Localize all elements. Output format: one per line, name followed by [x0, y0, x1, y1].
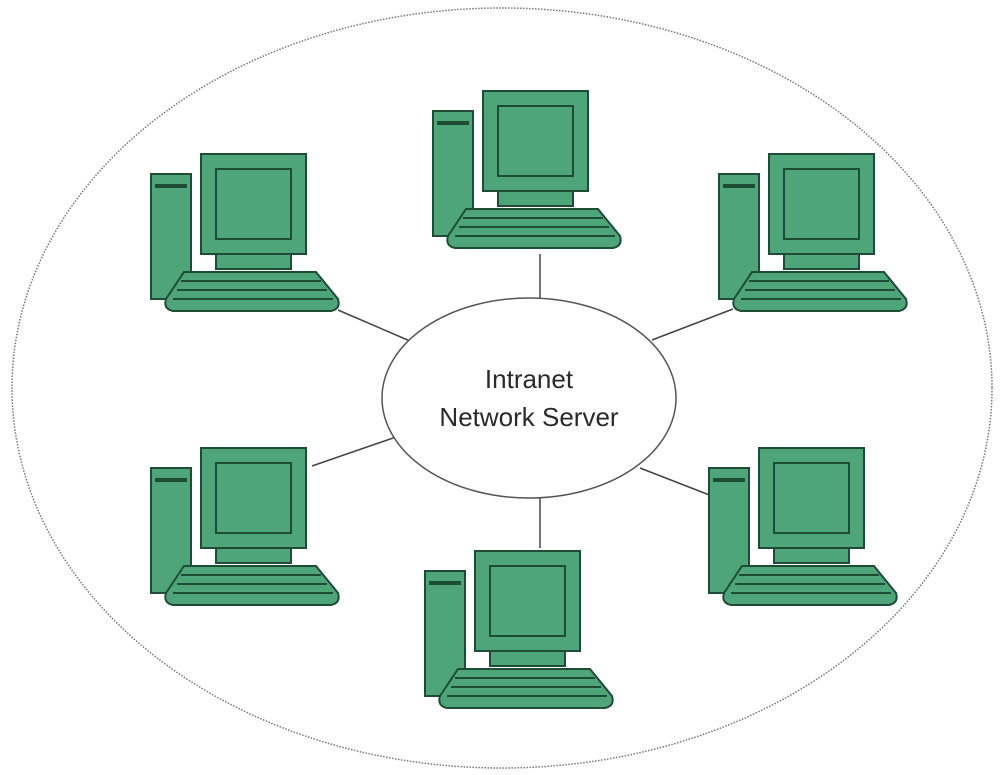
desktop-computer-icon-lower-left[interactable] [150, 447, 340, 606]
link-lower-left [311, 436, 397, 467]
network-links [311, 254, 734, 548]
server-label-line2: Network Server [439, 402, 618, 432]
network-boundary [11, 7, 993, 769]
desktop-computer-icon-bottom[interactable] [424, 550, 614, 709]
link-upper-right [651, 308, 734, 341]
intranet-network-server[interactable]: Intranet Network Server [381, 297, 677, 499]
link-upper-left [337, 309, 411, 342]
server-node [381, 297, 677, 499]
desktop-computer-icon-upper-right[interactable] [718, 153, 908, 312]
link-lower-right [639, 467, 713, 497]
desktop-computer-icon-upper-left[interactable] [150, 153, 340, 312]
desktop-computer-icon-top[interactable] [432, 90, 622, 249]
desktop-computer-icon-lower-right[interactable] [708, 447, 898, 606]
server-label-line1: Intranet [485, 364, 574, 394]
